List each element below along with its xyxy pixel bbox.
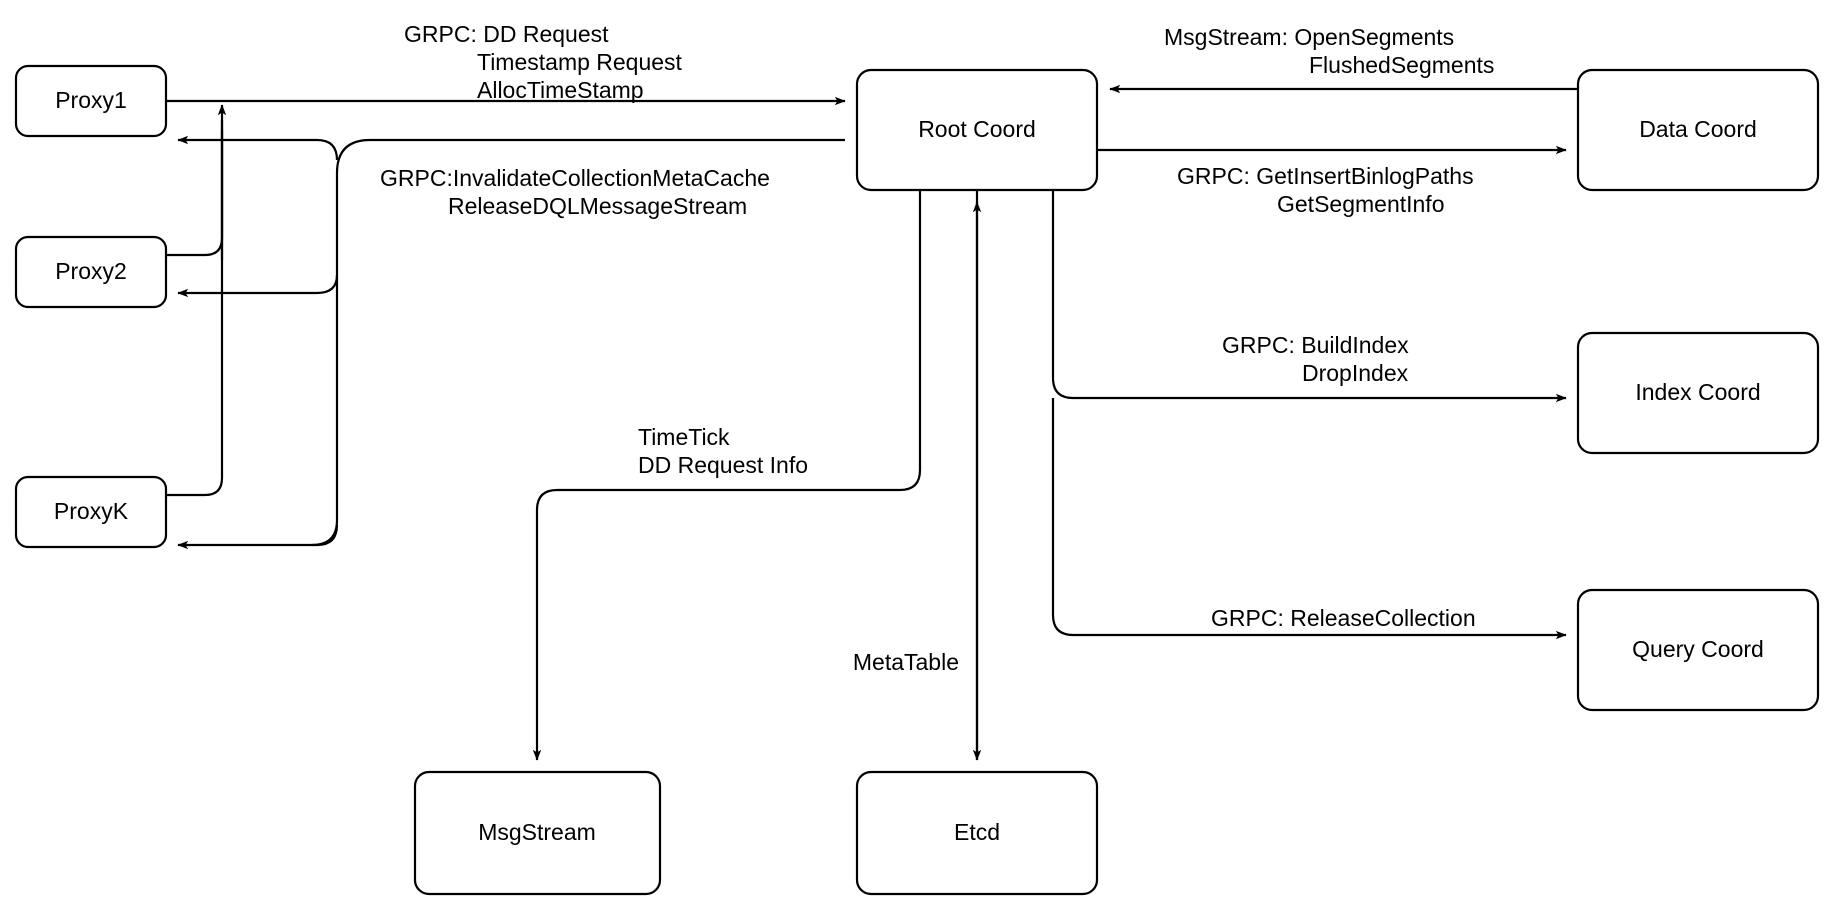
edge-rootcoord-to-msgstream — [532, 190, 922, 761]
node-proxyk[interactable]: ProxyK — [14, 475, 168, 549]
node-querycoord[interactable]: Query Coord — [1576, 588, 1820, 712]
node-proxy2-label: Proxy2 — [55, 258, 127, 284]
node-proxy1[interactable]: Proxy1 — [14, 64, 168, 138]
node-proxy2-box[interactable] — [14, 235, 168, 309]
nodes-layer: Proxy1 Proxy2 ProxyK Root Coord Data Coo… — [14, 64, 1820, 896]
node-querycoord-box[interactable] — [1576, 588, 1820, 712]
edges-layer — [166, 84, 1578, 761]
node-proxy1-label: Proxy1 — [55, 87, 127, 113]
edge-label-root-to-msgstream: TimeTick DD Request Info — [638, 424, 808, 478]
edge-label-root-to-querycoord: GRPC: ReleaseCollection — [1211, 605, 1476, 631]
node-proxy1-box[interactable] — [14, 64, 168, 138]
edge-rootcoord-to-proxy2 — [177, 274, 339, 298]
node-etcd-box[interactable] — [855, 770, 1099, 896]
node-datacoord-label: Data Coord — [1639, 116, 1757, 142]
edge-labels-layer: GRPC: DD Request Timestamp Request Alloc… — [380, 21, 1494, 675]
node-proxy2[interactable]: Proxy2 — [14, 235, 168, 309]
node-querycoord-label: Query Coord — [1632, 636, 1764, 662]
edge-label-root-to-etcd: MetaTable — [853, 649, 959, 675]
node-rootcoord-label: Root Coord — [918, 116, 1036, 142]
edge-rootcoord-return-bus — [311, 138, 845, 547]
node-rootcoord-box[interactable] — [855, 68, 1099, 192]
edge-rootcoord-to-proxy1 — [177, 135, 339, 161]
node-indexcoord[interactable]: Index Coord — [1576, 331, 1820, 455]
edge-label-proxy-to-root: GRPC: DD Request Timestamp Request Alloc… — [404, 21, 688, 103]
node-etcd[interactable]: Etcd — [855, 770, 1099, 896]
edge-rootcoord-to-querycoord — [1051, 398, 1567, 640]
edge-label-root-to-indexcoord: GRPC: BuildIndex DropIndex — [1222, 332, 1415, 386]
node-proxyk-box[interactable] — [14, 475, 168, 549]
edge-proxyk-to-rootcoord — [166, 130, 224, 497]
node-datacoord[interactable]: Data Coord — [1576, 68, 1820, 192]
node-msgstream-label: MsgStream — [478, 819, 596, 845]
node-datacoord-box[interactable] — [1576, 68, 1820, 192]
node-etcd-label: Etcd — [954, 819, 1000, 845]
edge-rootcoord-to-indexcoord — [1051, 190, 1567, 403]
edge-label-datacoord-to-root: MsgStream: OpenSegments FlushedSegments — [1164, 24, 1494, 78]
edge-rootcoord-to-proxyk — [177, 524, 339, 550]
node-indexcoord-label: Index Coord — [1635, 379, 1760, 405]
node-indexcoord-box[interactable] — [1576, 331, 1820, 455]
edge-label-root-to-proxy: GRPC:InvalidateCollectionMetaCache Relea… — [380, 165, 776, 219]
node-msgstream-box[interactable] — [413, 770, 662, 896]
node-proxyk-label: ProxyK — [54, 498, 129, 524]
edge-label-root-to-datacoord: GRPC: GetInsertBinlogPaths GetSegmentInf… — [1177, 163, 1480, 217]
node-rootcoord[interactable]: Root Coord — [855, 68, 1099, 192]
node-msgstream[interactable]: MsgStream — [413, 770, 662, 896]
